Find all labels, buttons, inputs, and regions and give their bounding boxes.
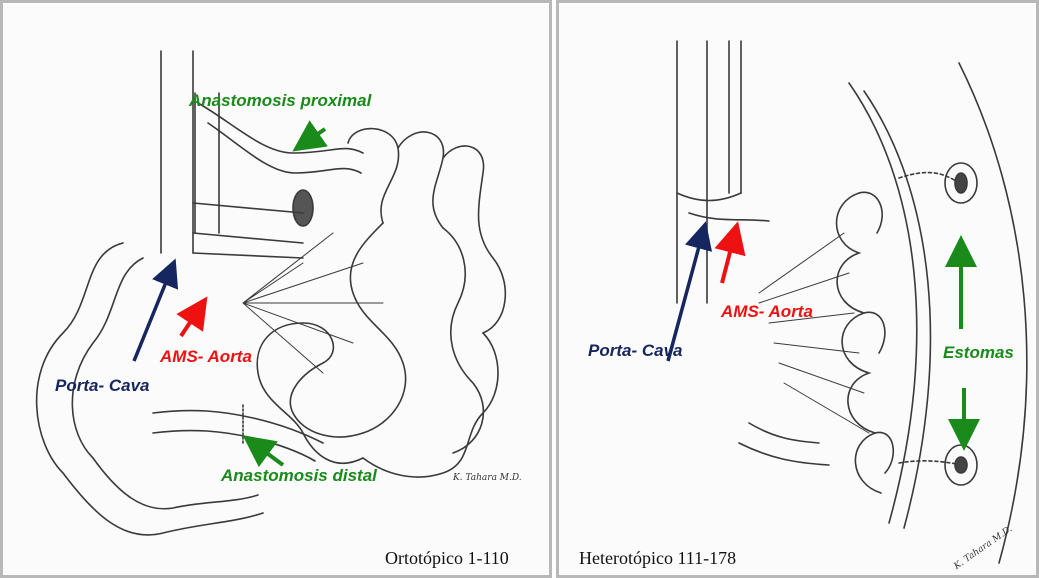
label-anastomosis-distal: Anastomosis distal	[221, 466, 377, 486]
heterotopic-caption: Heterotópico 111-178	[579, 548, 736, 569]
label-ams-aorta: AMS- Aorta	[160, 347, 252, 367]
label-anastomosis-proximal: Anastomosis proximal	[189, 91, 371, 111]
orthotopic-caption: Ortotópico 1-110	[385, 548, 509, 569]
ams-aorta-arrow	[181, 303, 203, 336]
orthotopic-illustration	[3, 3, 549, 575]
label-estomas: Estomas	[943, 343, 1014, 363]
ams-aorta-arrow	[722, 229, 736, 283]
heterotopic-illustration	[559, 3, 1036, 575]
distal-anastomosis-arrow	[249, 440, 283, 465]
label-porta-cava: Porta- Cava	[55, 376, 149, 396]
artist-signature: K. Tahara M.D.	[453, 473, 522, 483]
orthotopic-panel: Anastomosis proximal AMS- Aorta Porta- C…	[0, 0, 552, 578]
proximal-anastomosis-arrow	[299, 129, 325, 147]
label-porta-cava: Porta- Cava	[588, 341, 682, 361]
label-ams-aorta: AMS- Aorta	[721, 302, 813, 322]
heterotopic-panel: AMS- Aorta Porta- Cava Estomas K. Tahara…	[556, 0, 1039, 578]
